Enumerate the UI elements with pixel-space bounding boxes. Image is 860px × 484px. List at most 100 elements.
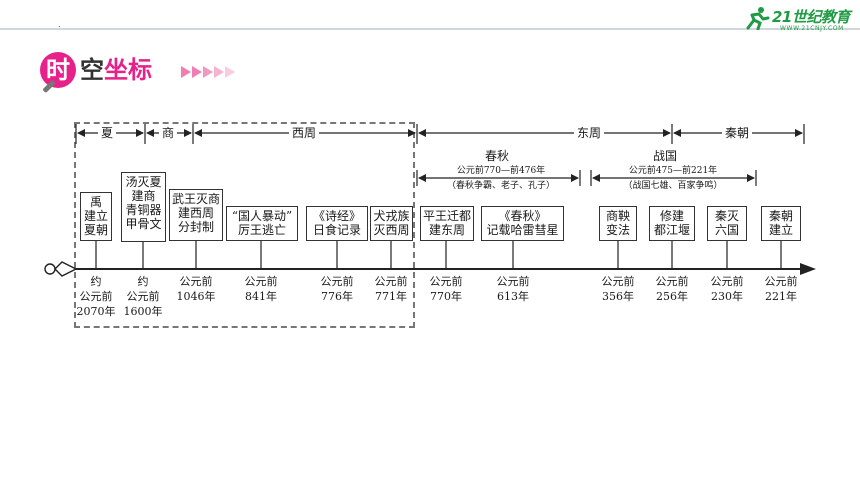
event-box-shangyang: 商鞅 变法	[599, 206, 637, 241]
date-qinmie: 公元前 230年	[697, 274, 757, 304]
date-line: 公元前	[179, 275, 213, 288]
event-line: 建商	[131, 189, 156, 203]
event-connector-lines	[95, 241, 782, 269]
event-line: 平王迁都	[422, 209, 471, 223]
event-box-dujiangyan: 修建 都江堰	[649, 206, 695, 241]
event-line: 建西周	[177, 206, 214, 220]
header-divider	[0, 28, 860, 30]
date-line: 公元前	[710, 275, 744, 288]
event-line: 《春秋》	[498, 209, 547, 223]
event-line: 武王灭商	[171, 192, 220, 206]
event-line: 都江堰	[653, 223, 690, 237]
date-line: 公元前	[79, 290, 113, 303]
event-line: 修建	[659, 209, 684, 223]
event-line: 六国	[714, 223, 739, 237]
date-line: 256年	[656, 290, 688, 303]
date-line: 约	[137, 275, 149, 288]
date-line: 公元前	[244, 275, 278, 288]
period-label-dongzhou: 东周	[574, 126, 605, 140]
running-figure-icon	[746, 7, 770, 30]
chunqiu-range: 公元前770—前476年	[426, 166, 576, 177]
logo-title: 21世纪教育	[772, 8, 850, 26]
pre-eastern-zhou-frame	[74, 122, 415, 328]
chunqiu-note: （春秋争霸、老子、孔子）	[426, 181, 576, 192]
date-shijing: 公元前 776年	[307, 274, 367, 304]
date-line: 约	[90, 275, 102, 288]
date-guoren: 公元前 841年	[231, 274, 291, 304]
event-box-chunqiu-book: 《春秋》 记载哈雷彗星	[481, 206, 564, 241]
date-line: 776年	[321, 290, 353, 303]
period-label-qin: 秦朝	[722, 126, 753, 140]
date-qinchao: 公元前 221年	[751, 274, 811, 304]
arrows-decoration-icon	[181, 66, 235, 78]
date-line: 公元前	[320, 275, 354, 288]
event-box-yu: 禹 建立 夏朝	[80, 192, 112, 241]
section-heading: 时 空坐标	[40, 52, 240, 100]
event-box-guoren: “国人暴动” 厉王逃亡	[226, 206, 298, 241]
event-line: 秦朝	[768, 209, 793, 223]
date-line: 841年	[245, 290, 277, 303]
date-dujiangyan: 公元前 256年	[642, 274, 702, 304]
event-box-tang: 汤灭夏 建商 青铜器 甲骨文	[121, 172, 166, 242]
event-line: 分封制	[177, 220, 214, 234]
zhanguo-range: 公元前475—前221年	[598, 166, 748, 177]
event-box-wuwang: 武王灭商 建西周 分封制	[169, 189, 223, 241]
event-line: 日食记录	[312, 223, 361, 237]
date-line: 1600年	[123, 305, 163, 318]
date-tang: 约 公元前 1600年	[113, 274, 173, 319]
date-wuwang: 公元前 1046年	[166, 274, 226, 304]
date-line: 221年	[765, 290, 797, 303]
period-label-xia: 夏	[98, 126, 117, 140]
event-line: 甲骨文	[125, 217, 162, 231]
event-line: 青铜器	[125, 203, 162, 217]
chunqiu-label: 春秋	[485, 149, 510, 163]
event-line: 建立	[768, 223, 793, 237]
date-line: 公元前	[601, 275, 635, 288]
heading-part2: 坐标	[104, 56, 152, 84]
header-dot: .	[58, 20, 61, 29]
date-line: 1046年	[176, 290, 216, 303]
period-label-xizhou: 西周	[289, 126, 320, 140]
date-line: 356年	[602, 290, 634, 303]
event-line: 《诗经》	[312, 209, 361, 223]
heading-badge: 时	[40, 52, 76, 88]
date-line: 公元前	[429, 275, 463, 288]
logo-subtitle: WWW.21CNJY.COM	[780, 25, 844, 32]
date-quanrong: 公元前 771年	[361, 274, 421, 304]
zhanguo-label: 战国	[653, 149, 678, 163]
date-shangyang: 公元前 356年	[588, 274, 648, 304]
date-line: 230年	[711, 290, 743, 303]
zhanguo-note-text: （战国七雄、百家争鸣）	[623, 181, 723, 191]
date-chunqiu-book: 公元前 613年	[483, 274, 543, 304]
zhanguo-range-text: 公元前475—前221年	[628, 166, 718, 176]
event-line: 汤灭夏	[125, 175, 162, 189]
event-line: 建立	[83, 209, 108, 223]
event-box-shijing: 《诗经》 日食记录	[306, 206, 368, 241]
chunqiu-range-text: 公元前770—前476年	[456, 166, 546, 176]
event-line: 厉王逃亡	[237, 223, 286, 237]
chunqiu-note-text: （春秋争霸、老子、孔子）	[446, 181, 555, 191]
site-logo[interactable]: 21世纪教育 WWW.21CNJY.COM	[744, 4, 856, 34]
event-line: 记载哈雷彗星	[486, 223, 559, 237]
event-line: 夏朝	[83, 223, 108, 237]
event-box-pingwang: 平王迁都 建东周	[420, 206, 474, 241]
event-box-qinchao: 秦朝 建立	[761, 206, 801, 241]
date-line: 公元前	[374, 275, 408, 288]
date-pingwang: 公元前 770年	[416, 274, 476, 304]
date-yu: 约 公元前 2070年	[66, 274, 126, 319]
heading-part1: 空	[80, 56, 104, 84]
date-line: 公元前	[764, 275, 798, 288]
date-line: 771年	[375, 290, 407, 303]
event-box-qinmie: 秦灭 六国	[707, 206, 747, 241]
zhanguo-note: （战国七雄、百家争鸣）	[598, 181, 748, 192]
date-line: 770年	[430, 290, 462, 303]
timeline-axis	[44, 261, 816, 277]
event-line: 灭西周	[373, 223, 410, 237]
heading-text: 空坐标	[80, 56, 152, 84]
event-line: 变法	[605, 223, 630, 237]
event-line: 建东周	[428, 223, 465, 237]
event-box-quanrong: 犬戎族 灭西周	[370, 206, 413, 241]
event-line: “国人暴动”	[231, 209, 293, 223]
date-line: 613年	[497, 290, 529, 303]
